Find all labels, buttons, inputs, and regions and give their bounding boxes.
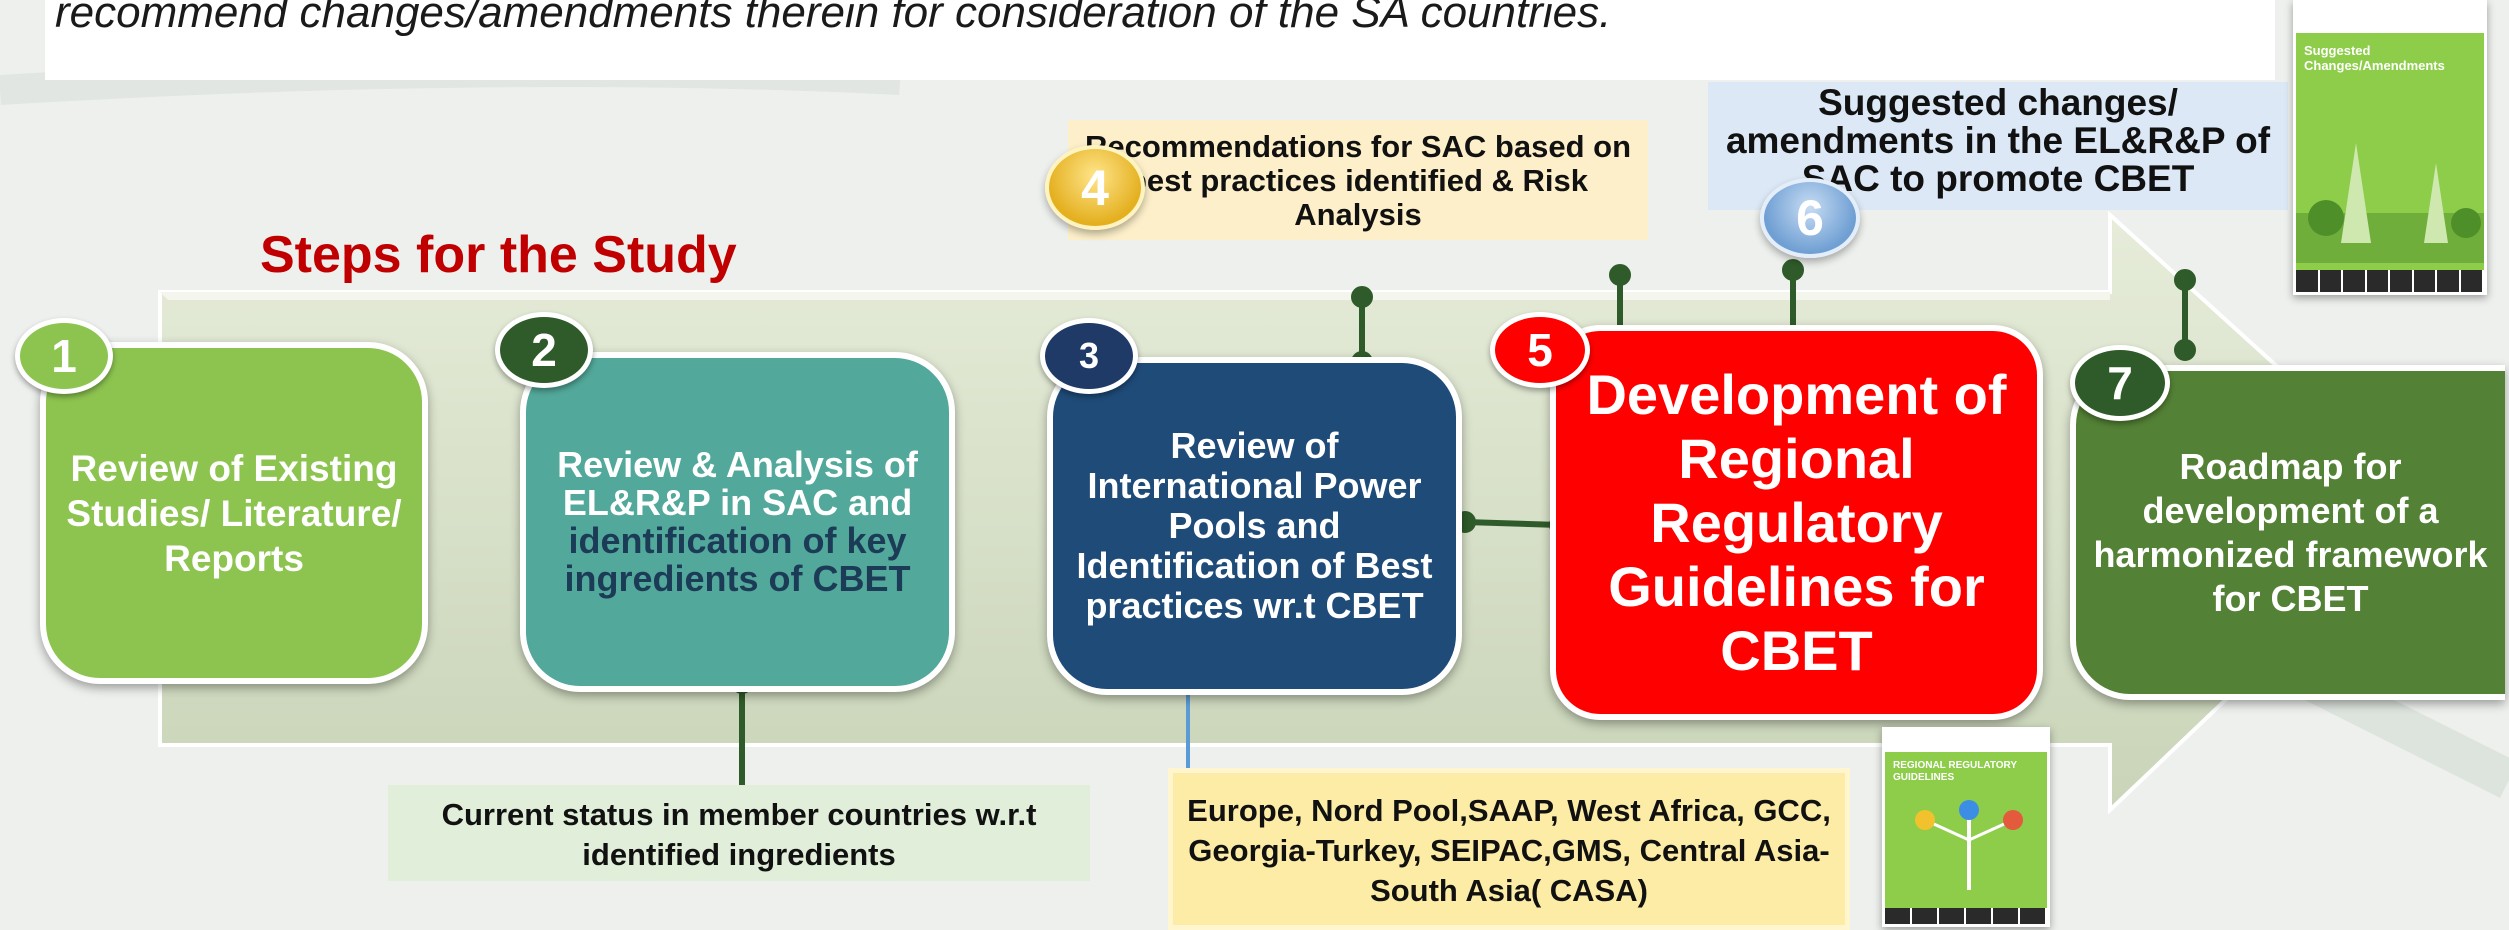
step-2-text-part1: Review & Analysis of EL&R&P in SAC and	[557, 444, 918, 523]
book-cover-title: REGIONAL REGULATORY GUIDELINES	[1893, 760, 2017, 783]
step-7-text: Roadmap for development of a harmonized …	[2093, 445, 2488, 619]
step-3-text: Review of International Power Pools and …	[1076, 425, 1433, 626]
step-5-box: Development of Regional Regulatory Guide…	[1550, 325, 2043, 720]
diagram-title: Steps for the Study	[260, 226, 737, 284]
step-2-badge: 2	[495, 312, 593, 388]
book-cover-title: Suggested Changes/Amendments	[2304, 43, 2445, 73]
step-2-box: Review & Analysis of EL&R&P in SAC and i…	[520, 352, 955, 692]
step-2-text: Review & Analysis of EL&R&P in SAC and i…	[546, 446, 929, 598]
report-cover-suggested-changes: Suggested Changes/Amendments	[2293, 0, 2487, 295]
recommendations-note: Recommendations for SAC based on best pr…	[1068, 120, 1648, 240]
header-band	[45, 0, 2275, 80]
step-2-text-part2: identification of key ingredients of CBE…	[564, 520, 911, 599]
header-text: recommend changes/amendments therein for…	[55, 0, 1612, 37]
step-1-badge: 1	[15, 318, 113, 394]
step-3-badge: 3	[1040, 318, 1138, 394]
step-3-box: Review of International Power Pools and …	[1047, 357, 1462, 695]
step-5-badge: 5	[1490, 312, 1590, 388]
book-cover-logo-strip	[1885, 730, 2047, 752]
step-1-text: Review of Existing Studies/ Literature/ …	[66, 447, 402, 579]
connector-3-5	[1464, 519, 1561, 528]
book-cover-illustration	[1915, 800, 2023, 890]
step-1-box: Review of Existing Studies/ Literature/ …	[40, 342, 428, 684]
step-5-text: Development of Regional Regulatory Guide…	[1586, 362, 2007, 682]
book-cover-flags	[2296, 270, 2484, 292]
step-7-badge: 7	[2070, 345, 2170, 421]
book-cover-illustration	[2296, 143, 2484, 263]
book-cover-flags	[1885, 908, 2047, 924]
step-4-badge: 4	[1045, 145, 1145, 230]
step-7-box: Roadmap for development of a harmonized …	[2070, 365, 2505, 700]
step-6-badge: 6	[1760, 178, 1860, 258]
current-status-note: Current status in member countries w.r.t…	[388, 785, 1090, 881]
book-cover-logo-strip	[2296, 3, 2484, 33]
report-cover-regional-guidelines: REGIONAL REGULATORY GUIDELINES	[1882, 727, 2050, 927]
power-pools-note: Europe, Nord Pool,SAAP, West Africa, GCC…	[1168, 768, 1850, 930]
